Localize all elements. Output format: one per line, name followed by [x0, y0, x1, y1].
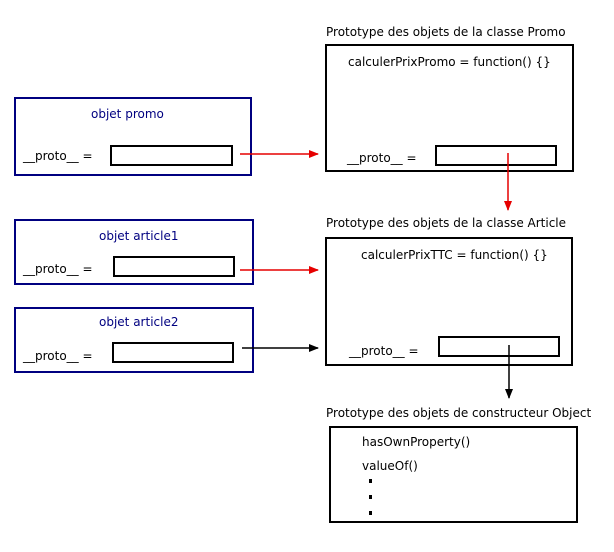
prototype-article-box: [325, 237, 573, 366]
prototype-object-method-1: valueOf(): [362, 459, 418, 473]
prototype-object-method-0: hasOwnProperty(): [362, 435, 470, 449]
object-promo-box: [14, 97, 252, 176]
object-article2-proto-slot: [112, 342, 234, 363]
object-article2-title: objet article2: [99, 315, 178, 329]
prototype-promo-proto-label: __proto__ =: [346, 151, 417, 165]
object-article2-box: [14, 307, 254, 373]
prototype-object-heading: Prototype des objets de constructeur Obj…: [326, 406, 591, 420]
prototype-promo-method: calculerPrixPromo = function() {}: [348, 55, 551, 69]
prototype-article-heading: Prototype des objets de la classe Articl…: [326, 216, 566, 230]
ellipsis-dots: [369, 479, 372, 515]
object-article2-proto-label: __proto__ =: [22, 349, 93, 363]
object-promo-proto-slot: [110, 145, 233, 166]
object-promo-title: objet promo: [91, 107, 164, 121]
prototype-article-proto-slot: [438, 336, 560, 357]
prototype-promo-box: [325, 44, 574, 172]
object-article1-title: objet article1: [99, 229, 178, 243]
prototype-article-method: calculerPrixTTC = function() {}: [361, 248, 548, 262]
object-article1-proto-label: __proto__ =: [22, 262, 93, 276]
object-article1-box: [14, 219, 254, 285]
object-promo-proto-label: __proto__ =: [22, 149, 93, 163]
prototype-promo-heading: Prototype des objets de la classe Promo: [326, 25, 566, 39]
object-article1-proto-slot: [113, 256, 235, 277]
prototype-object-box: [329, 426, 578, 523]
prototype-promo-proto-slot: [435, 145, 557, 166]
prototype-article-proto-label: __proto__ =: [348, 344, 419, 358]
